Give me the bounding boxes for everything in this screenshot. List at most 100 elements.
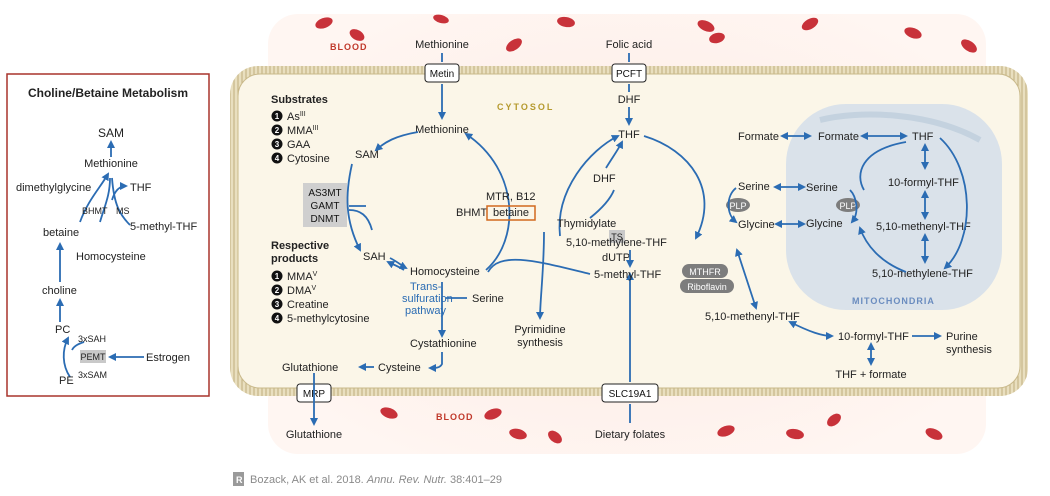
cytosol-label: CYTOSOL	[497, 102, 554, 112]
sam-node: SAM	[355, 149, 379, 161]
trans-3: pathway	[405, 305, 446, 317]
annual-reviews-logo	[233, 472, 244, 486]
glycine-mito: Glycine	[806, 218, 843, 230]
mitochondria-label: MITOCHONDRIA	[852, 296, 935, 306]
arrow-cysta-cys	[428, 352, 443, 372]
choline-label: choline	[42, 285, 77, 297]
arrow-met-sam	[374, 131, 419, 152]
product-item: MMAV	[287, 271, 318, 283]
cysteine-node: Cysteine	[378, 362, 421, 374]
sam-label: SAM	[98, 126, 124, 140]
substrate-number-badge	[271, 110, 283, 122]
pcft-label: PCFT	[616, 69, 642, 80]
arrow-dhf-thf-2	[605, 140, 623, 169]
arrow-thymidylate-loop	[558, 135, 620, 237]
rbc	[433, 14, 449, 24]
dutp-node: dUTP	[602, 252, 630, 264]
rbc	[509, 428, 527, 440]
substrate-joint	[348, 205, 373, 231]
trans-2: sulfuration	[402, 293, 453, 305]
methionine-node: Methionine	[415, 124, 469, 136]
thymidylate-node: Thymidylate	[557, 218, 616, 230]
substrate-number: 2	[275, 126, 280, 135]
product-number: 3	[275, 300, 280, 309]
mtr-b12: MTR, B12	[486, 191, 536, 203]
product-item: DMAV	[287, 285, 316, 297]
product-number: 1	[275, 272, 280, 281]
cystathionine-node: Cystathionine	[410, 338, 477, 350]
thf-node: THF	[618, 129, 640, 141]
trans-1: Trans-	[410, 281, 442, 293]
methenyl-mito: 5,10-methenyl-THF	[876, 221, 971, 233]
dhf-top: DHF	[618, 94, 641, 106]
plp-mito-pill	[836, 198, 860, 212]
ts-label: TS	[611, 232, 623, 242]
pc-label: PC	[55, 324, 70, 336]
methyltransferase-box	[303, 183, 347, 227]
product-number: 2	[275, 286, 280, 295]
rbc	[709, 32, 725, 44]
serine-cyto: Serine	[738, 181, 770, 193]
enzyme-as3mt: AS3MT	[308, 188, 341, 199]
rbc	[557, 16, 575, 28]
bhmt-node: BHMT	[456, 207, 487, 219]
products-heading-1: Respective	[271, 240, 329, 252]
ext-glutathione: Glutathione	[286, 429, 342, 441]
rbc	[548, 430, 562, 444]
substrate-item: AsIII	[287, 111, 306, 123]
arrow-thf-methylene-mito	[939, 137, 968, 270]
product-number-badge	[271, 298, 283, 310]
substrate-item: Cytosine	[287, 153, 330, 165]
arrow-sah-hcy	[389, 257, 408, 269]
plp-cyto-pill	[726, 198, 750, 212]
ts-box	[609, 230, 625, 243]
blood-label-bottom: BLOOD	[436, 412, 474, 422]
dhf-node: DHF	[593, 173, 616, 185]
slc19a1-label: SLC19A1	[609, 389, 652, 400]
rbc	[380, 407, 398, 419]
arrow-5mthf-hcy	[487, 258, 591, 275]
citation: Bozack, AK et al. 2018. Annu. Rev. Nutr.…	[250, 474, 502, 486]
riboflavin-label: Riboflavin	[687, 282, 727, 292]
substrate-number-badge	[271, 138, 283, 150]
rbc	[925, 428, 943, 440]
methylene-mito: 5,10-methylene-THF	[872, 268, 973, 280]
arrow-dhf-thy	[589, 189, 615, 219]
formyl-mito: 10-formyl-THF	[888, 177, 959, 189]
mito-crista	[819, 111, 982, 143]
estrogen-label: Estrogen	[146, 352, 190, 364]
mitochondrion	[786, 104, 1002, 310]
rbc	[315, 17, 333, 29]
pemt-box	[80, 350, 106, 363]
arrow-methylene-methenyl	[735, 248, 758, 310]
substrate-number-badge	[271, 124, 283, 136]
serine-node: Serine	[472, 293, 504, 305]
enzyme-gamt: GAMT	[311, 201, 340, 212]
arrow-ser-gly-cyto	[727, 187, 738, 224]
substrate-number: 1	[275, 112, 280, 121]
rbc	[484, 408, 502, 420]
citation-authors: Bozack, AK et al. 2018.	[250, 474, 367, 486]
arrow-sah3	[71, 341, 85, 351]
arrow-bhmt	[99, 177, 111, 223]
methenyl-node: 5,10-methenyl-THF	[705, 311, 800, 323]
arrow-hcy-met	[464, 132, 511, 271]
purine-1: Purine	[946, 331, 978, 343]
rbc	[786, 428, 804, 440]
substrate-number: 4	[275, 154, 280, 163]
substrate-item: MMAIII	[287, 125, 319, 137]
arrow-thf-ser-mito	[859, 141, 907, 191]
plp-mito: PLP	[839, 201, 856, 211]
metin-label: Metin	[430, 69, 454, 80]
rbc	[717, 425, 735, 437]
arrow-ms	[111, 177, 131, 226]
ext-folic-acid: Folic acid	[606, 39, 652, 51]
pyrimidine-2: synthesis	[517, 337, 563, 349]
arrow-bhmt-left	[79, 172, 109, 223]
thf-formate-node: THF + formate	[835, 369, 906, 381]
sam3-label: 3xSAM	[78, 370, 107, 380]
formate-mito: Formate	[818, 131, 859, 143]
